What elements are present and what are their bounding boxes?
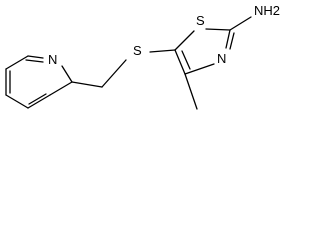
pyridine-ring — [5, 55, 73, 109]
amine-bond — [229, 16, 252, 31]
thiazole-bond — [184, 63, 215, 75]
thiazole-bond — [174, 30, 195, 51]
methyl-bond — [184, 73, 198, 110]
molecule-diagram: N S S N NH2 — [5, 3, 280, 110]
thiazole-bond — [205, 28, 231, 31]
thioether-sulfur-label: S — [133, 43, 142, 58]
thiazole-bond — [174, 49, 186, 75]
thiazole-nitrogen-label: N — [217, 51, 226, 66]
thiazole-double-bond — [229, 32, 235, 50]
methylene-to-sulfur-bond — [101, 59, 127, 88]
pyridine-bond — [27, 94, 51, 109]
pyridine-bond — [27, 55, 44, 59]
methylene-bond — [71, 81, 103, 88]
thiazole-bond — [225, 29, 231, 49]
amine-label: NH2 — [254, 3, 280, 18]
pyridine-double-bond — [25, 59, 44, 63]
pyridine-double-bond — [28, 93, 47, 105]
pyridine-nitrogen-label: N — [48, 52, 57, 67]
sulfur-to-thiazole-bond — [149, 49, 176, 53]
pyridine-bond — [5, 94, 29, 109]
pyridine-bond — [61, 65, 73, 83]
thiazole-double-bond — [181, 50, 191, 70]
thiazole-sulfur-label: S — [196, 13, 205, 28]
linker — [71, 49, 176, 88]
thiazole-ring — [174, 28, 235, 75]
substituents — [184, 16, 252, 110]
pyridine-bond — [5, 55, 29, 70]
pyridine-bond — [49, 81, 73, 96]
